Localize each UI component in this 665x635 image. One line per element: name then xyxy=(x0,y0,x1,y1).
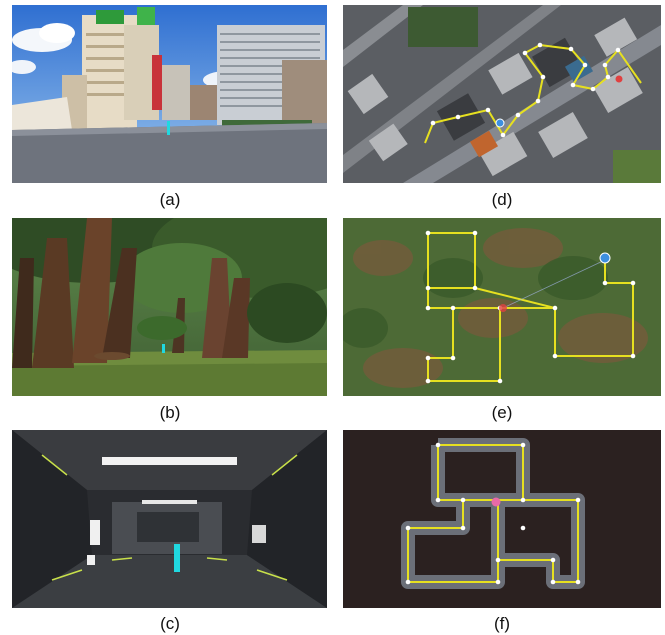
panel-c-label: (c) xyxy=(160,614,180,633)
panel-a-label: (a) xyxy=(159,190,181,209)
panel-d-label: (d) xyxy=(491,190,513,209)
panel-d-city-map xyxy=(343,5,661,183)
panel-e-label: (e) xyxy=(491,403,513,422)
spaceship-map-image xyxy=(343,430,661,608)
goal-beacon xyxy=(174,544,180,572)
spaceship-view-image xyxy=(12,430,327,608)
city-view-image xyxy=(12,5,327,183)
forest-goal-marker xyxy=(499,304,507,312)
panel-f-label: (f) xyxy=(493,614,511,633)
forest-view-image xyxy=(12,218,327,396)
forest-agent-marker xyxy=(599,252,611,264)
goal-beacon xyxy=(167,121,170,135)
goal-beacon xyxy=(162,344,165,353)
panel-e-forest-map xyxy=(343,218,661,396)
city-goal-marker xyxy=(615,75,623,83)
panel-b-forest-view xyxy=(12,218,327,396)
spaceship-goal-marker xyxy=(491,497,501,507)
panel-b-label: (b) xyxy=(159,403,181,422)
panel-a-city-view xyxy=(12,5,327,183)
city-agent-marker xyxy=(495,118,505,128)
panel-f-spaceship-map xyxy=(343,430,661,608)
panel-c-spaceship-view xyxy=(12,430,327,608)
city-map-image xyxy=(343,5,661,183)
forest-map-image xyxy=(343,218,661,396)
